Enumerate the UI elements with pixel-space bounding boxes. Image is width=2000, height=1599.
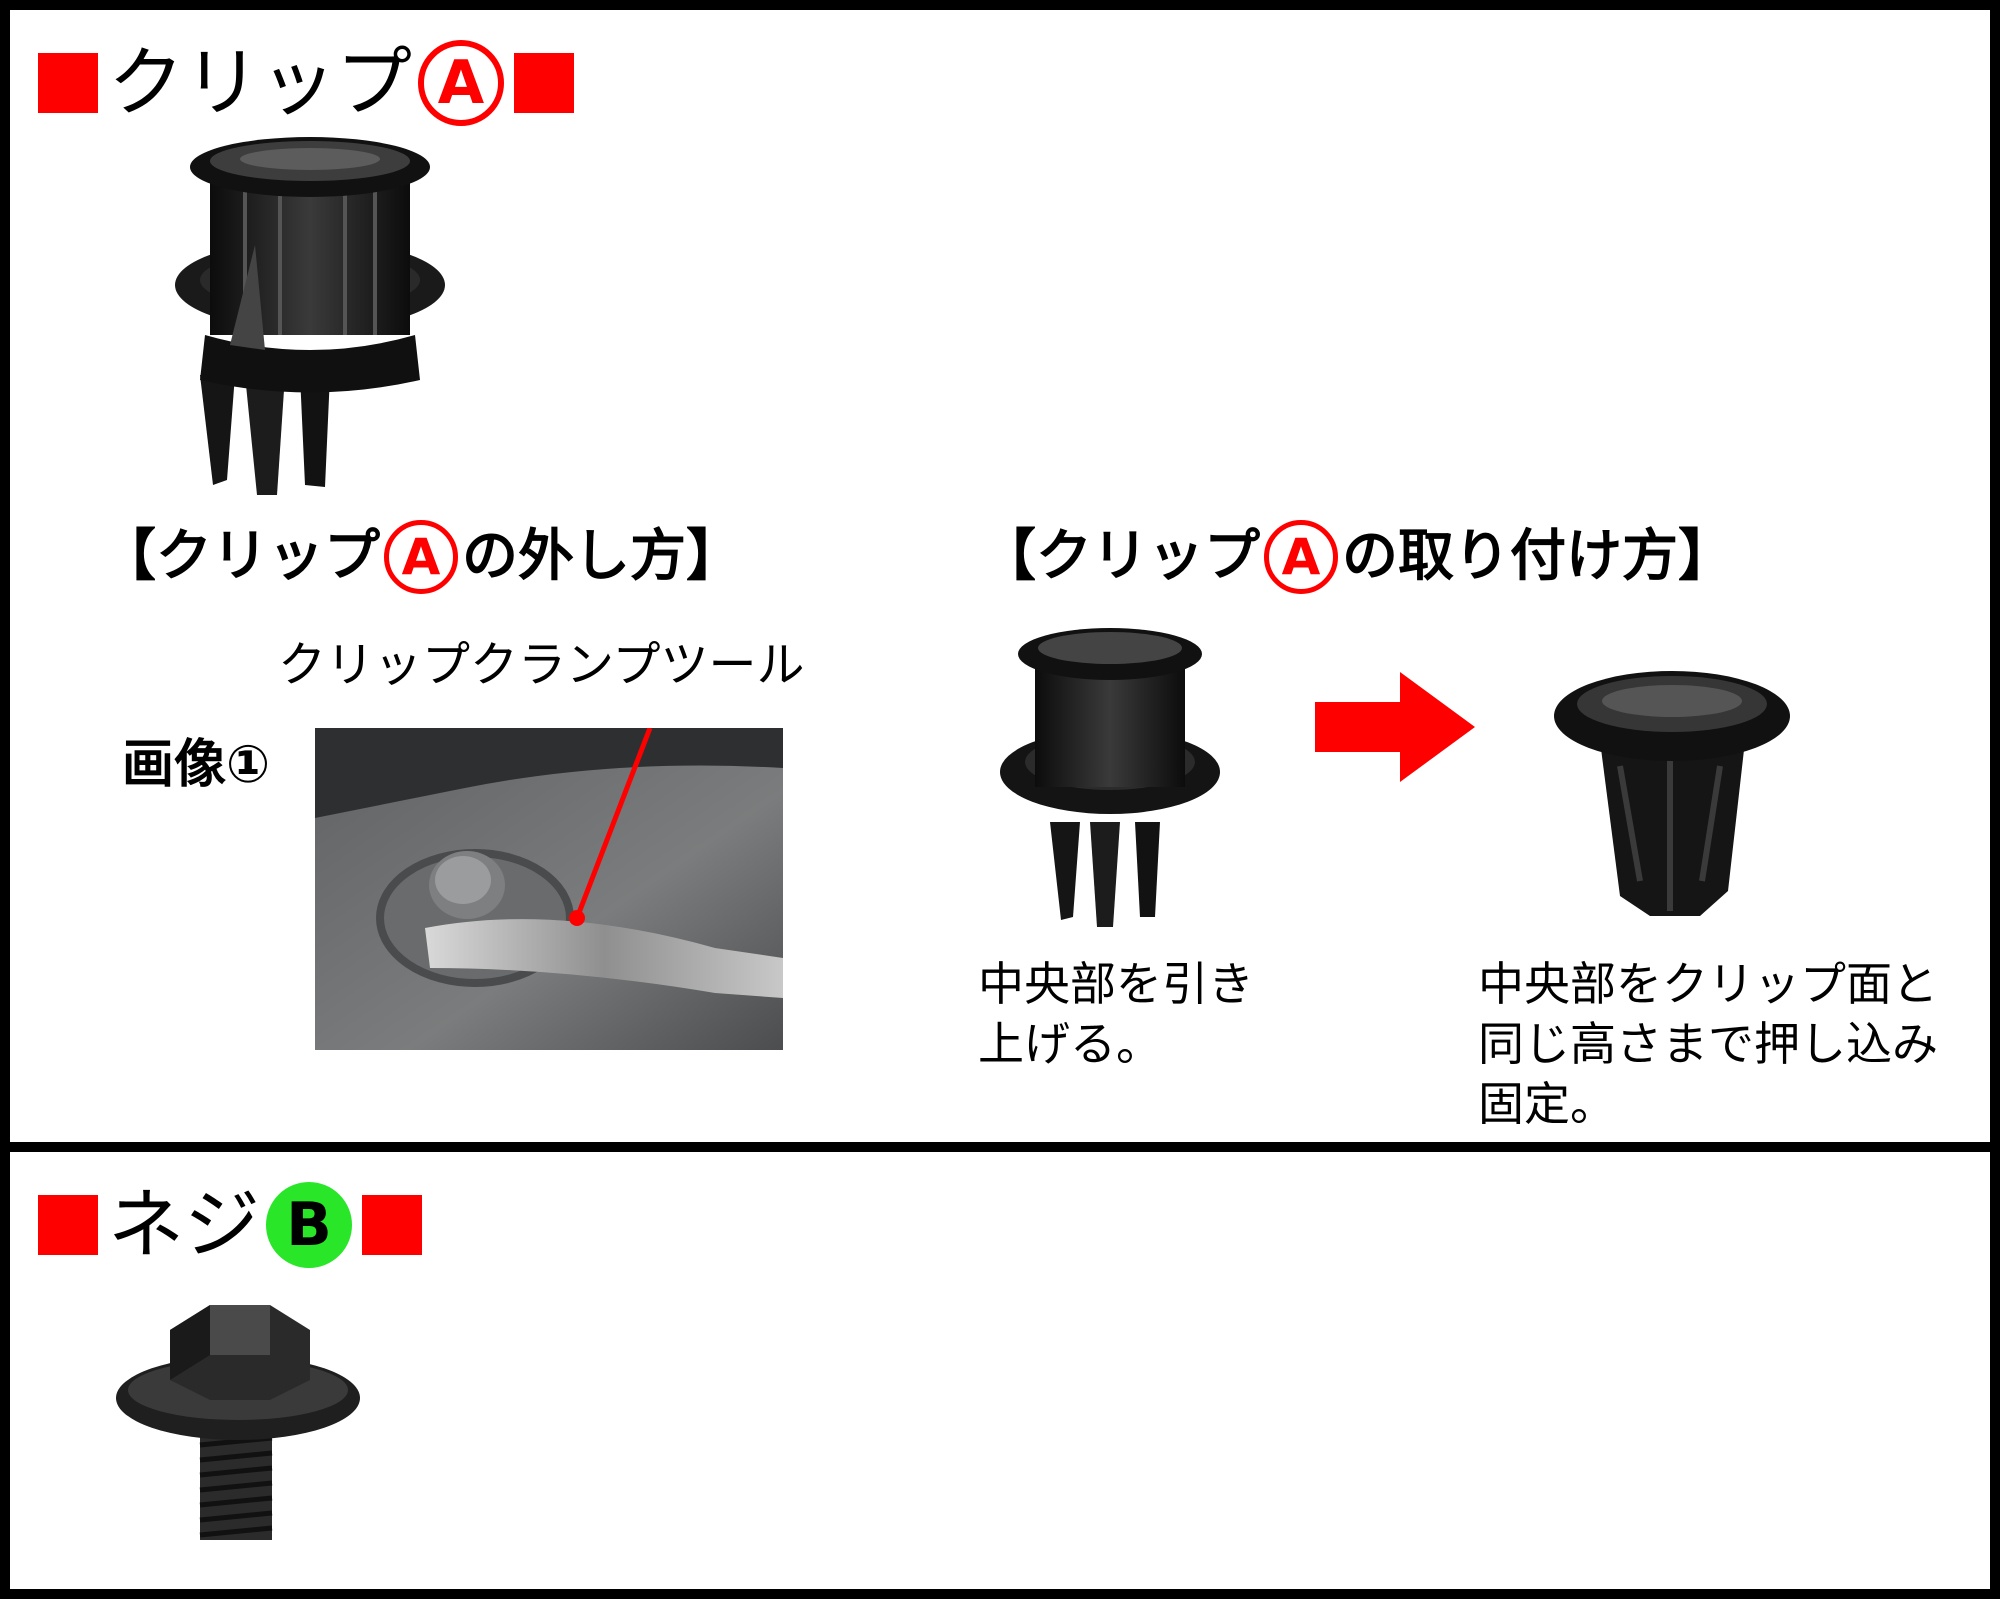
- tool-label: クリップクランプツール: [278, 637, 805, 693]
- removal-heading-close: の外し方】: [462, 524, 742, 589]
- removal-heading: 【クリップ A の外し方】: [100, 520, 742, 594]
- clip-badge-a: A: [418, 40, 504, 126]
- step1-caption: 中央部を引き 上げる。: [978, 955, 1254, 1075]
- step2-caption: 中央部をクリップ面と 同じ高さまで押し込み 固定。: [1478, 955, 1938, 1134]
- screw-title-text: ネジ: [108, 1180, 260, 1269]
- screw-badge-b: B: [266, 1182, 352, 1268]
- clip-title-text: クリップ: [108, 38, 412, 127]
- screw-panel: ネジ B: [0, 1142, 2000, 1599]
- install-heading: 【クリップ A の取り付け方】: [980, 520, 1734, 594]
- tool-photo: [315, 728, 783, 1050]
- install-heading-open: 【クリップ: [980, 524, 1260, 589]
- clip-pulled-photo: [1000, 628, 1220, 927]
- install-heading-close: の取り付け方】: [1342, 524, 1734, 589]
- step2-line-3: 固定。: [1478, 1076, 1616, 1131]
- step2-line-1: 中央部をクリップ面と: [1478, 957, 1938, 1011]
- removal-heading-open: 【クリップ: [100, 524, 380, 589]
- clip-fixed-photo: [1554, 671, 1790, 916]
- step2-line-2: 同じ高さまで押し込み: [1478, 1016, 1938, 1071]
- clip-photo: [175, 137, 445, 495]
- step1-line-2: 上げる。: [978, 1016, 1162, 1071]
- title-marker-left: [38, 1195, 98, 1255]
- screw-section-title: ネジ B: [38, 1182, 422, 1268]
- title-marker-right: [514, 53, 574, 113]
- install-badge-a: A: [1264, 520, 1338, 594]
- clip-section-title: クリップ A: [38, 40, 574, 126]
- right-arrow-icon: [1315, 672, 1475, 782]
- clip-panel: クリップ A 【クリップ A の外し方】 クリップクランプツール 画像①: [0, 0, 2000, 1152]
- removal-badge-a: A: [384, 520, 458, 594]
- title-marker-right: [362, 1195, 422, 1255]
- step1-line-1: 中央部を引き: [978, 957, 1254, 1011]
- title-marker-left: [38, 53, 98, 113]
- screw-photo: [116, 1305, 360, 1540]
- image-label: 画像①: [122, 735, 271, 795]
